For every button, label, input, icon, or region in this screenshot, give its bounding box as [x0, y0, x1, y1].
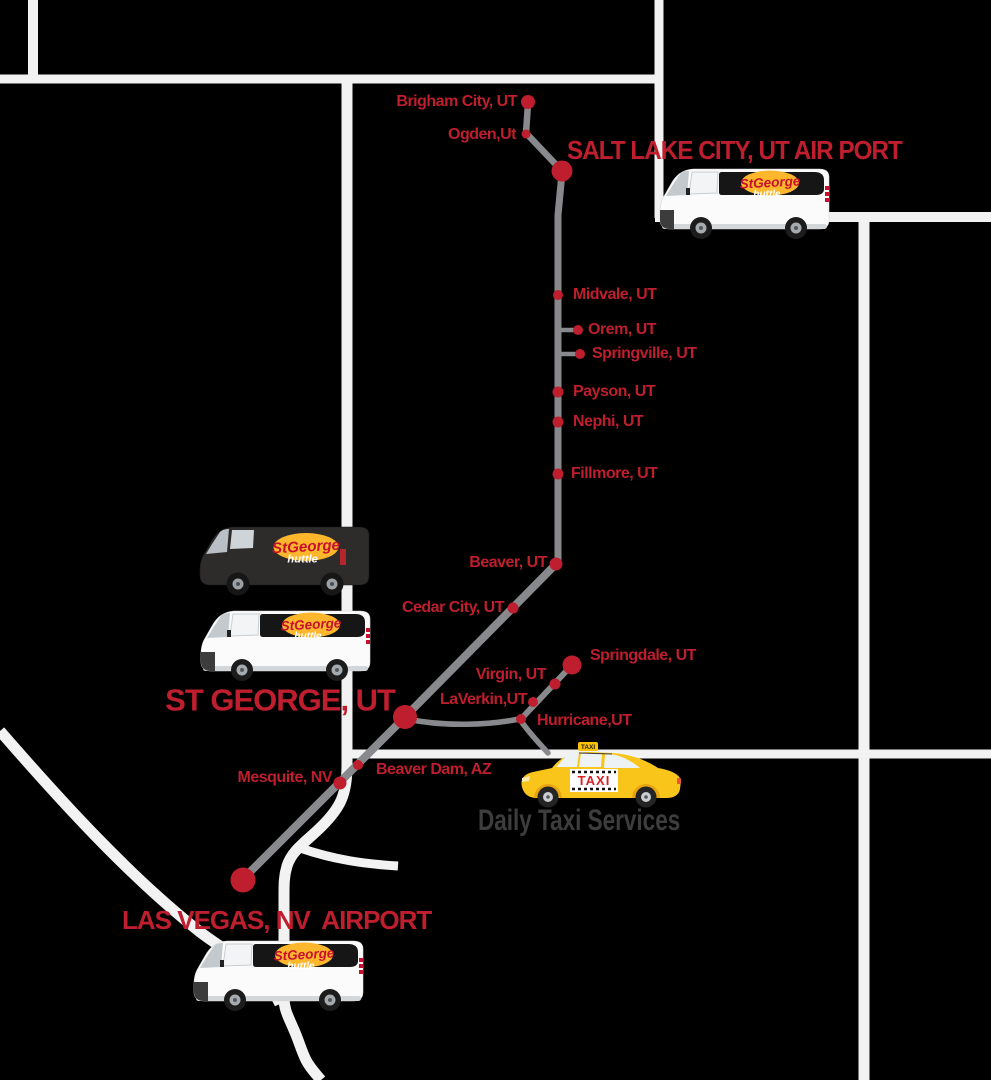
route-line-springdale	[518, 662, 575, 722]
stop-dot	[393, 705, 417, 729]
stop-dot	[573, 325, 583, 335]
shuttle-van-saltlake	[660, 169, 829, 239]
stop-dot	[549, 557, 563, 571]
shuttle-van-black	[200, 527, 369, 596]
stop-dot	[549, 678, 561, 690]
shuttle-routes	[239, 100, 582, 883]
stop-dot	[551, 160, 573, 182]
stop-dot	[353, 760, 363, 770]
stop-dot	[552, 416, 564, 428]
stop-dot	[552, 468, 564, 480]
stop-dot	[521, 129, 531, 139]
stop-dot	[230, 867, 256, 893]
route-line-north	[522, 100, 566, 175]
route-line-stgeorge-hurricane	[404, 716, 522, 728]
stop-dots-layer	[230, 95, 585, 893]
road	[298, 843, 399, 871]
route-line-i15-north	[554, 169, 566, 568]
stop-dot	[562, 655, 582, 675]
stop-dot	[333, 776, 347, 790]
stop-dot	[575, 349, 585, 359]
stop-dot	[516, 714, 526, 724]
shuttle-van-lasvegas	[194, 941, 363, 1011]
stop-dot	[521, 95, 535, 109]
road	[278, 78, 353, 1080]
stop-dot	[507, 602, 519, 614]
route-line-hurricane-stub	[518, 718, 551, 756]
stop-dot	[528, 697, 538, 707]
shuttle-van-stgeorge	[201, 611, 370, 681]
stop-dot	[553, 290, 563, 300]
stop-dot	[552, 386, 564, 398]
